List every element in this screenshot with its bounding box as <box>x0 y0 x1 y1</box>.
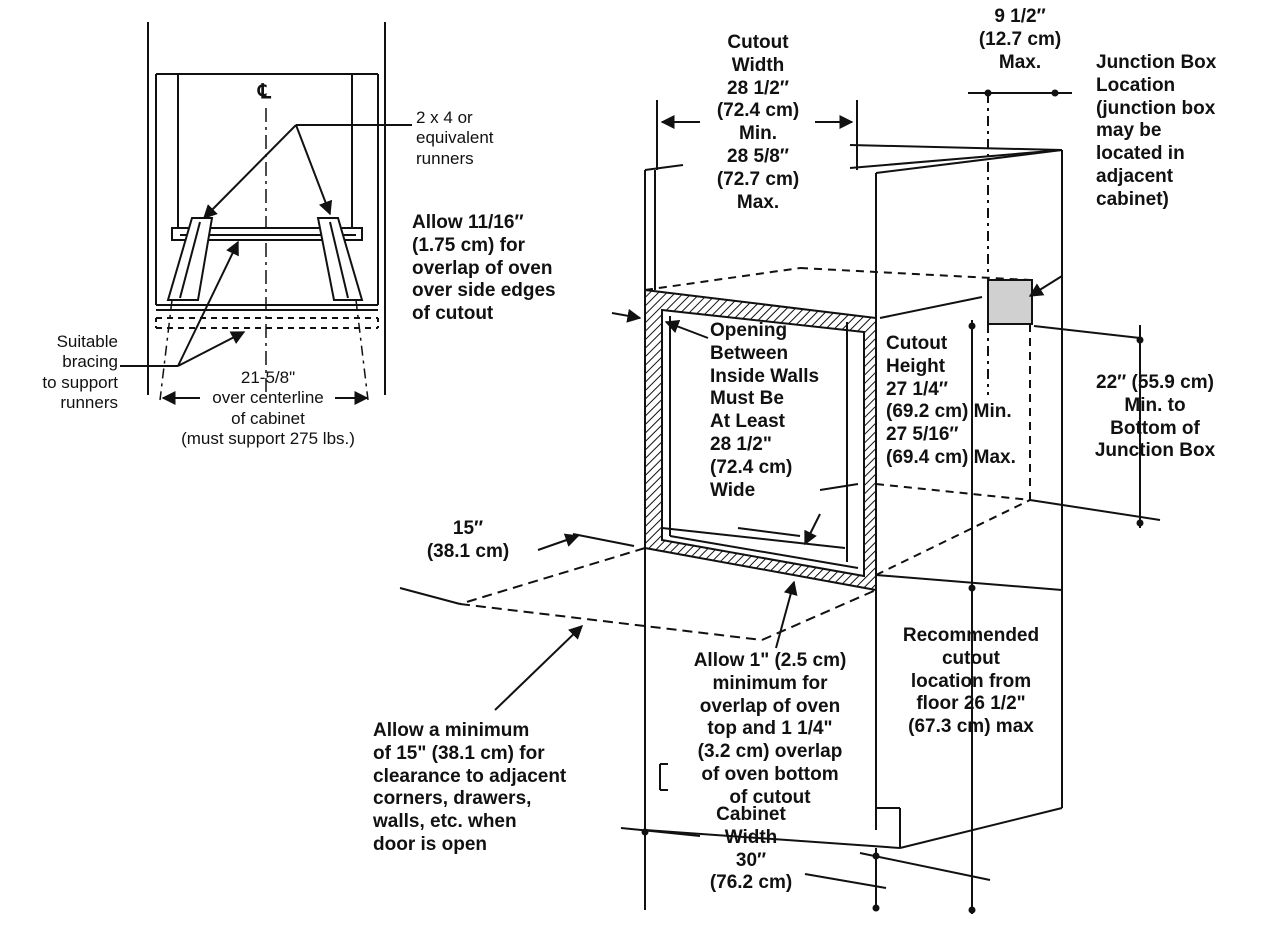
cutout-width-label: Cutout Width 28 1/2″ (72.4 cm) Min. 28 5… <box>716 32 800 213</box>
centerline-symbol: ℄ <box>258 81 271 103</box>
cabinet-width-label: Cabinet Width 30″ (76.2 cm) <box>709 804 793 894</box>
inset-cabinet-drawing <box>120 22 412 405</box>
top-bottom-overlap-label: Allow 1" (2.5 cm) minimum for overlap of… <box>693 650 847 808</box>
main-cabinet-drawing <box>399 92 1161 914</box>
dimension-tick-marks <box>641 89 1144 914</box>
cutout-height-label: Cutout Height 27 1/4″ (69.2 cm) Min. 27 … <box>886 333 1016 468</box>
junction-offset-label: 9 1/2″ (12.7 cm) Max. <box>978 6 1062 73</box>
span-label: 21-5/8" over centerline of cabinet (must… <box>181 368 355 449</box>
runners-label: 2 x 4 or equivalent runners <box>416 108 494 168</box>
door-clearance-label: Allow a minimum of 15" (38.1 cm) for cle… <box>373 720 567 855</box>
floor-location-label: Recommended cutout location from floor 2… <box>902 625 1040 738</box>
opening-label: Opening Between Inside Walls Must Be At … <box>710 320 820 501</box>
bracing-label: Suitable bracing to support runners <box>42 332 118 413</box>
door-clearance-dim-label: 15″ (38.1 cm) <box>426 518 510 562</box>
side-overlap-label: Allow 11/16″ (1.75 cm) for overlap of ov… <box>412 212 556 325</box>
junction-location-label: Junction Box Location (junction box may … <box>1096 52 1217 210</box>
junction-height-label: 22″ (55.9 cm) Min. to Bottom of Junction… <box>1094 372 1216 462</box>
